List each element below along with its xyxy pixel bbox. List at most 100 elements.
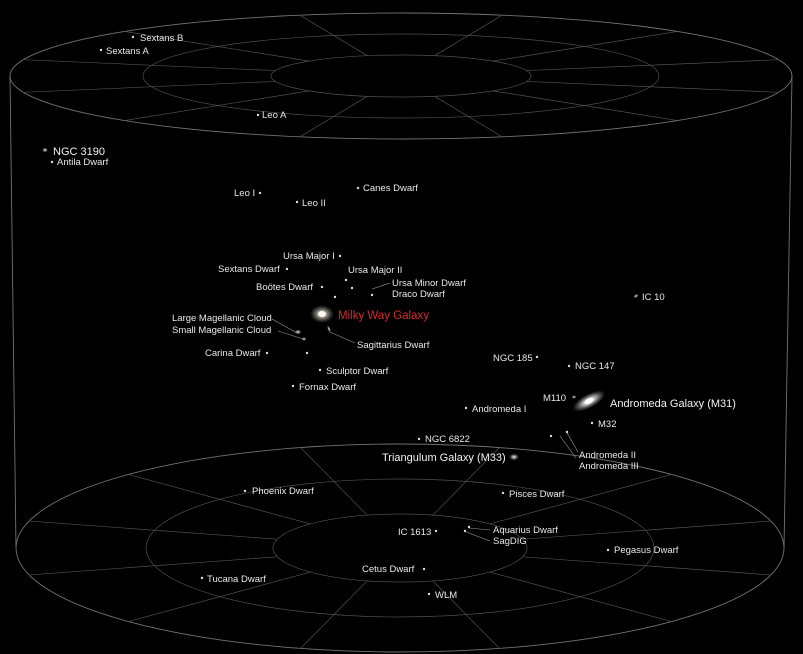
dot-ngc-147 <box>567 364 571 368</box>
label-antila-dwarf: Antila Dwarf <box>57 157 109 168</box>
label-andromeda-iii: Andromeda III <box>579 461 639 472</box>
top-grid-disk <box>9 12 793 140</box>
label-sextans-dwarf: Sextans Dwarf <box>218 264 280 275</box>
dot-antila-dwarf <box>50 160 54 164</box>
dot-sculptor-extra <box>333 295 337 299</box>
label-sculptor-dwarf: Sculptor Dwarf <box>326 366 389 377</box>
top-grid-spoke <box>124 31 310 62</box>
label-ngc-3190: NGC 3190 <box>53 146 105 158</box>
label-sextans-b: Sextans B <box>140 33 183 44</box>
label-milky-way-galaxy: Milky Way Galaxy <box>338 310 429 322</box>
label-leo-ii: Leo II <box>302 198 326 209</box>
label-fornax-dwarf: Fornax Dwarf <box>299 382 356 393</box>
dot-leo-ii <box>295 200 299 204</box>
label-ic-1613: IC 1613 <box>398 527 431 538</box>
dot-phoenix-dwarf <box>243 489 247 493</box>
label-ursa-major-ii: Ursa Major II <box>348 265 402 276</box>
milky-way-core <box>318 311 326 317</box>
dot-m32 <box>590 421 594 425</box>
dot-carina-extra <box>305 351 309 355</box>
dot-leo-a <box>256 113 260 117</box>
dot-wlm <box>427 592 431 596</box>
leader-lines <box>271 282 579 542</box>
label-wlm: WLM <box>435 590 457 601</box>
dot-sagdig <box>463 529 467 533</box>
label-andromeda-i: Andromeda I <box>472 404 526 415</box>
label-small-magellanic-cloud: Small Magellanic Cloud <box>172 325 271 336</box>
label-pegasus-dwarf: Pegasus Dwarf <box>614 545 679 556</box>
dot-ursa-major-i <box>338 254 342 258</box>
label-aquarius-dwarf: Aquarius Dwarf <box>493 525 558 536</box>
dot-pisces-dwarf <box>501 491 505 495</box>
label-cetus-dwarf: Cetus Dwarf <box>362 564 415 575</box>
bottom-grid-spoke <box>128 474 311 525</box>
label-canes-dwarf: Canes Dwarf <box>363 183 418 194</box>
sagittarius-dwarf-streak <box>327 325 331 333</box>
top-grid-spoke <box>492 31 678 62</box>
top-grid-spoke <box>299 95 368 138</box>
label-ngc-6822: NGC 6822 <box>425 434 470 445</box>
label-andromeda-galaxy: Andromeda Galaxy (M31) <box>610 398 736 410</box>
bottom-grid-spoke <box>300 580 368 649</box>
bottom-grid-spoke <box>128 571 311 622</box>
dot-ursa-minor-dwarf <box>350 286 354 290</box>
label-phoenix-dwarf: Phoenix Dwarf <box>252 486 314 497</box>
dot-andromeda-iii <box>565 430 569 434</box>
label-sagittarius-dwarf: Sagittarius Dwarf <box>357 340 430 351</box>
label-m110: M110 <box>543 393 566 404</box>
label-sextans-a: Sextans A <box>106 46 149 57</box>
label-ngc-185: NGC 185 <box>493 353 533 364</box>
dot-sculptor-dwarf <box>318 368 322 372</box>
label-bootes-dwarf: Boötes Dwarf <box>256 282 313 293</box>
bottom-grid-spoke <box>522 520 771 540</box>
dot-andromeda-i <box>464 406 468 410</box>
top-grid-spoke <box>124 90 310 121</box>
label-pisces-dwarf: Pisces Dwarf <box>509 489 565 500</box>
triangulum-galaxy <box>509 453 519 461</box>
dot-fornax-dwarf <box>291 384 295 388</box>
top-grid-spoke <box>526 81 779 93</box>
dot-canes-dwarf <box>356 186 360 190</box>
dot-draco-dwarf <box>370 293 374 297</box>
galaxy-labels: Sextans B Sextans A Leo A NGC 3190 Antil… <box>53 33 736 601</box>
top-grid-spoke <box>299 14 368 57</box>
dot-sextans-b <box>131 35 135 39</box>
ic-10-galaxy <box>633 293 639 299</box>
galaxies <box>42 147 639 461</box>
label-ursa-major-i: Ursa Major I <box>283 251 335 262</box>
label-ursa-minor-dwarf: Ursa Minor Dwarf <box>392 278 466 289</box>
label-leo-a: Leo A <box>262 110 287 121</box>
dot-leo-i <box>258 191 262 195</box>
label-large-magellanic-cloud: Large Magellanic Cloud <box>172 313 272 324</box>
top-grid-spoke <box>434 95 503 138</box>
dot-bootes-dwarf <box>320 285 324 289</box>
label-andromeda-ii: Andromeda II <box>579 450 636 461</box>
bottom-grid-spoke <box>432 580 500 649</box>
label-ngc-147: NGC 147 <box>575 361 615 372</box>
dot-andromeda-ii <box>549 434 553 438</box>
bottom-grid-spoke <box>300 447 368 516</box>
top-grid-spoke <box>23 81 276 93</box>
dot-tucana-dwarf <box>200 576 204 580</box>
label-tucana-dwarf: Tucana Dwarf <box>207 574 266 585</box>
dot-ngc-6822 <box>417 437 421 441</box>
bottom-grid-spoke <box>489 474 672 525</box>
top-grid-spoke <box>434 14 503 57</box>
dot-pegasus-dwarf <box>606 548 610 552</box>
bottom-grid-spoke <box>29 520 278 540</box>
label-leo-i: Leo I <box>234 188 255 199</box>
dot-sextans-a <box>99 48 103 52</box>
dwarf-galaxy-dots <box>50 35 610 596</box>
andromeda-core <box>584 397 594 405</box>
top-grid-spoke <box>23 59 276 71</box>
bottom-grid-spoke <box>432 447 500 516</box>
dot-carina-dwarf <box>265 351 269 355</box>
label-triangulum-galaxy: Triangulum Galaxy (M33) <box>382 452 506 464</box>
label-draco-dwarf: Draco Dwarf <box>392 289 445 300</box>
dot-cetus-dwarf <box>422 567 426 571</box>
label-carina-dwarf: Carina Dwarf <box>205 348 261 359</box>
top-grid-spoke <box>492 90 678 121</box>
label-sagdig: SagDIG <box>493 536 527 547</box>
label-ic-10: IC 10 <box>642 292 665 303</box>
